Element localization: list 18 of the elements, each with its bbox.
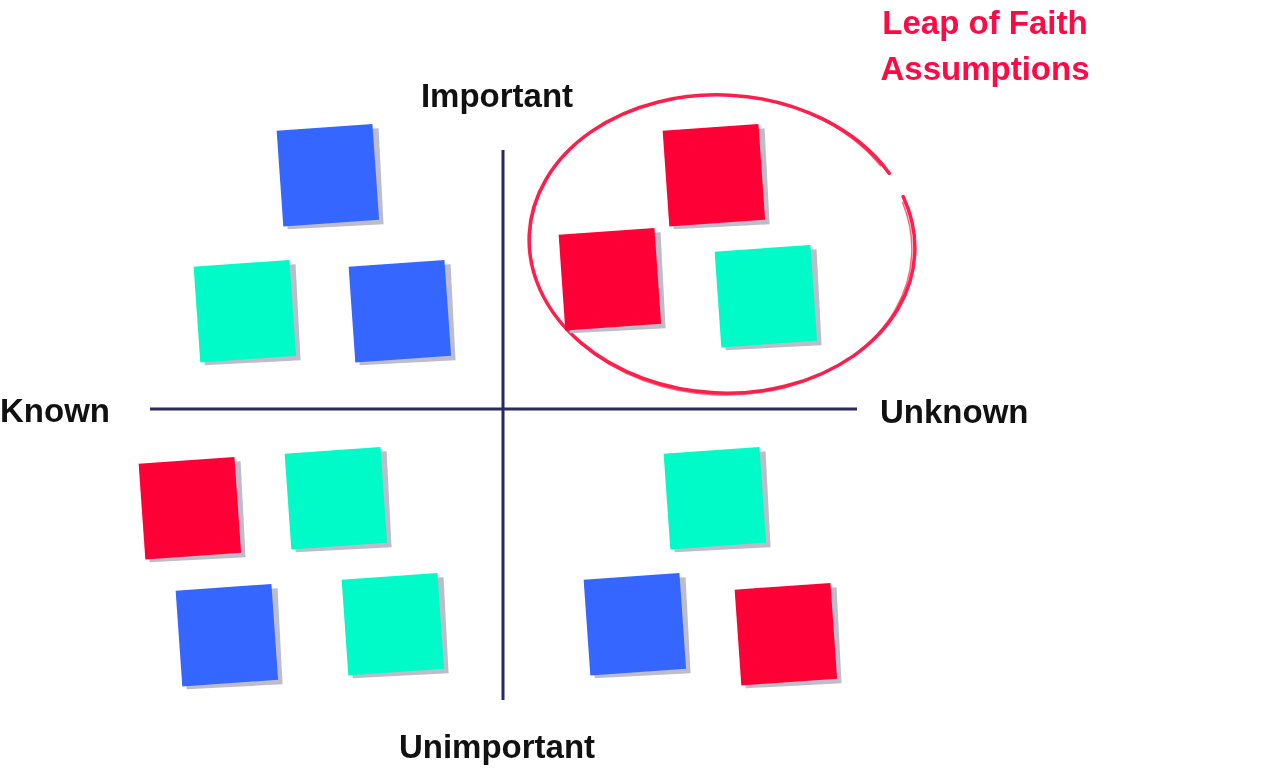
sticky-note [662,123,771,231]
axis-label: Known [0,391,111,431]
sticky-note [663,446,772,554]
sticky-note [138,456,247,564]
sticky-note [284,446,393,554]
sticky-note [583,572,692,680]
axis-label: Unimportant [397,727,597,767]
sticky-note [348,259,457,367]
sticky-note [558,227,667,335]
annotation-title: Leap of Faith Assumptions [879,3,1091,89]
sticky-note [175,583,284,691]
sticky-note [193,259,302,367]
sticky-note [734,582,843,690]
sticky-note [341,572,450,680]
axis-label: Important [419,76,575,116]
sticky-note [276,123,385,231]
sticky-note [714,244,823,352]
axis-label: Unknown [880,392,1030,432]
